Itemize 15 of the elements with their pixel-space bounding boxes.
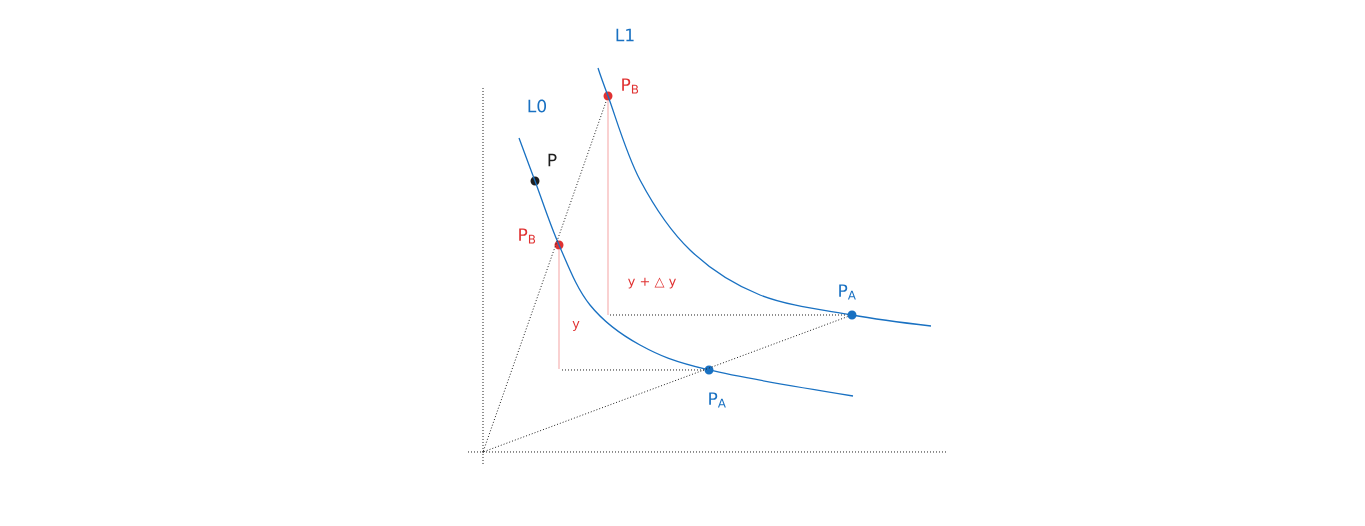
point-label: P$_{B}$ <box>622 78 639 94</box>
point-label: P <box>548 153 557 167</box>
curve-label: L1 <box>616 28 634 42</box>
line <box>607 100 609 316</box>
line <box>558 249 560 370</box>
point-label: P$_{A}$ <box>839 284 856 300</box>
dotted-line <box>609 314 848 316</box>
dotted-line <box>561 369 705 371</box>
point-label: P$_{B}$ <box>519 228 536 244</box>
dimension-label: y <box>572 321 580 331</box>
curve-label: L0 <box>528 99 547 113</box>
point-label: P$_{A}$ <box>709 392 726 408</box>
dotted-line <box>482 99 607 452</box>
dotted-line <box>483 316 849 453</box>
dimension-label: y + △ y <box>628 277 676 289</box>
